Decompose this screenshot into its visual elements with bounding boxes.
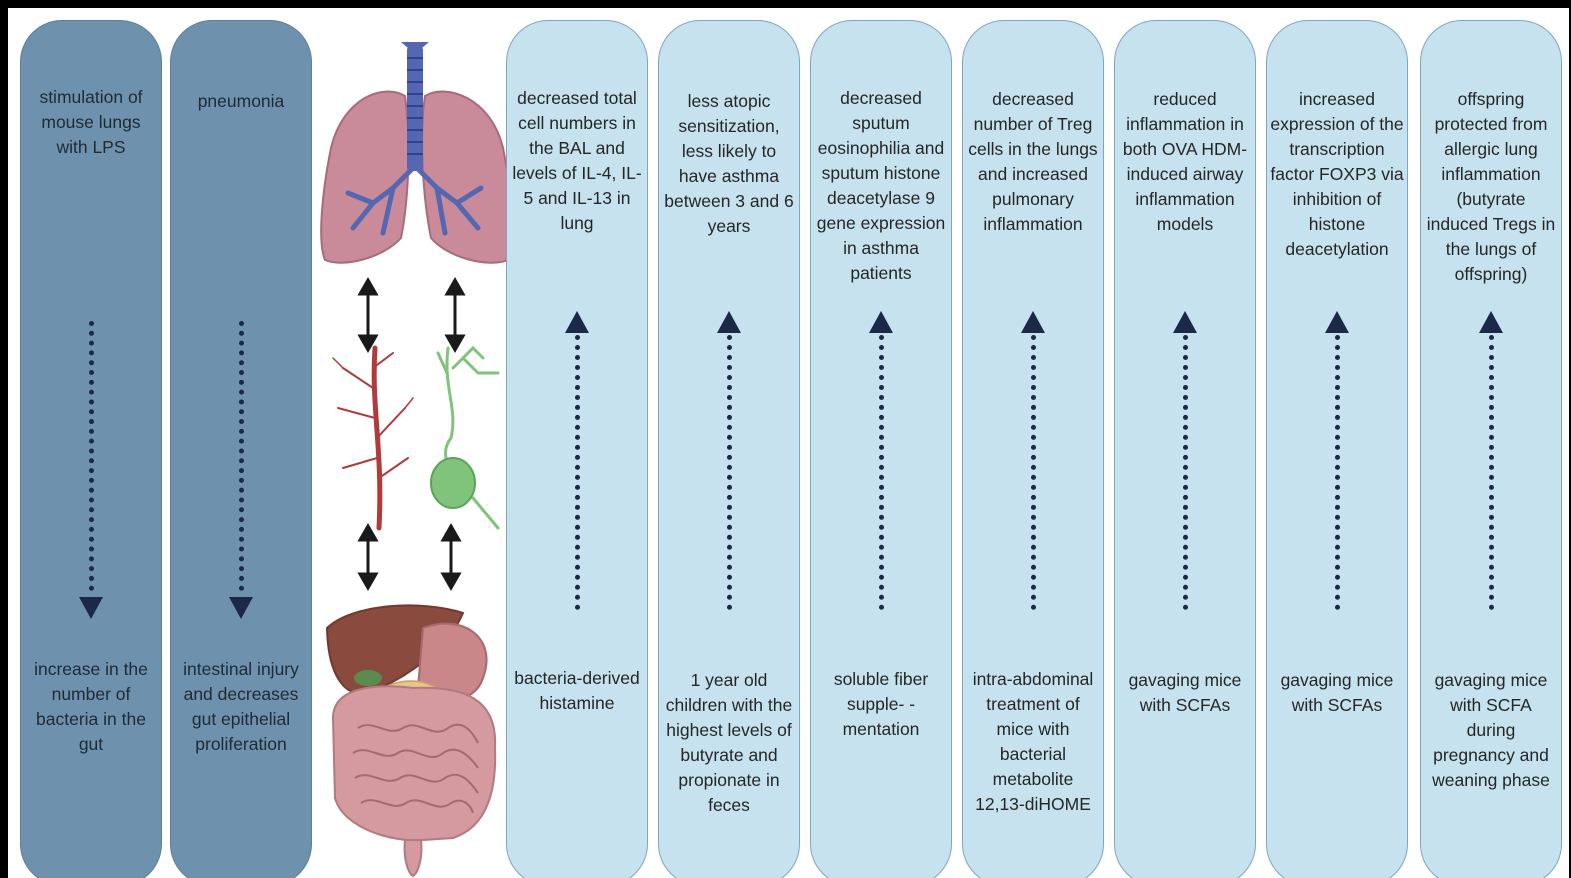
arrow-up-icon xyxy=(869,311,893,333)
column-top-text: less atopic sensitization, less likely t… xyxy=(659,89,799,239)
column-bottom-text: bacteria-derived histamine xyxy=(507,666,647,716)
column-bottom-text: gavaging mice with SCFA during pregnancy… xyxy=(1421,668,1561,793)
arrow-up-icon xyxy=(565,311,589,333)
column-scfa-pregnancy: offspring protected from allergic lung i… xyxy=(1420,20,1562,878)
dotted-arrow-line xyxy=(575,335,580,610)
column-bottom-text: 1 year old children with the highest lev… xyxy=(659,668,799,818)
column-top-text: pneumonia xyxy=(171,89,311,114)
column-soluble-fiber: decreased sputum eosinophilia and sputum… xyxy=(810,20,952,878)
organ-illustrations xyxy=(313,28,513,878)
blood-vessel-icon xyxy=(333,348,413,528)
diagram-frame: stimulation of mouse lungs with LPS incr… xyxy=(8,8,1569,878)
dotted-arrow-line xyxy=(1489,335,1494,610)
column-bottom-text: intra-abdominal treatment of mice with b… xyxy=(963,667,1103,817)
column-bottom-text: soluble fiber supple- -mentation xyxy=(811,667,951,742)
column-bottom-text: gavaging mice with SCFAs xyxy=(1115,668,1255,718)
column-bottom-text: gavaging mice with SCFAs xyxy=(1267,668,1407,718)
arrow-up-icon xyxy=(1173,311,1197,333)
column-top-text: decreased number of Treg cells in the lu… xyxy=(963,87,1103,237)
double-arrow-icon xyxy=(360,526,459,588)
arrow-up-icon xyxy=(1021,311,1045,333)
column-top-text: reduced inflammation in both OVA HDM- in… xyxy=(1115,87,1255,237)
column-top-text: decreased total cell numbers in the BAL … xyxy=(507,86,647,236)
dotted-arrow-line xyxy=(1335,335,1340,610)
column-top-text: stimulation of mouse lungs with LPS xyxy=(21,85,161,160)
intestine-icon xyxy=(333,686,495,876)
dotted-arrow-line xyxy=(1031,335,1036,610)
arrow-up-icon xyxy=(717,311,741,333)
column-butyrate-children: less atopic sensitization, less likely t… xyxy=(658,20,800,878)
column-top-text: offspring protected from allergic lung i… xyxy=(1421,87,1561,287)
lungs-icon xyxy=(321,42,512,263)
column-bottom-text: increase in the number of bacteria in th… xyxy=(21,657,161,757)
arrow-up-icon xyxy=(1479,311,1503,333)
column-lps-stimulation: stimulation of mouse lungs with LPS incr… xyxy=(20,20,162,878)
arrow-down-icon xyxy=(229,597,253,619)
arrow-up-icon xyxy=(1325,311,1349,333)
column-diHOME: decreased number of Treg cells in the lu… xyxy=(962,20,1104,878)
column-histamine: decreased total cell numbers in the BAL … xyxy=(506,20,648,878)
arrow-down-icon xyxy=(79,597,103,619)
dotted-arrow-line xyxy=(89,321,94,591)
column-scfa-foxp3: increased expression of the transcriptio… xyxy=(1266,20,1408,878)
dotted-arrow-line xyxy=(1183,335,1188,610)
column-top-text: increased expression of the transcriptio… xyxy=(1267,87,1407,262)
double-arrow-icon xyxy=(360,280,463,350)
dotted-arrow-line xyxy=(239,321,244,591)
neuron-icon xyxy=(431,348,498,528)
dotted-arrow-line xyxy=(727,335,732,610)
column-scfa-ova-hdm: reduced inflammation in both OVA HDM- in… xyxy=(1114,20,1256,878)
column-top-text: decreased sputum eosinophilia and sputum… xyxy=(811,86,951,286)
column-pneumonia: pneumonia intestinal injury and decrease… xyxy=(170,20,312,878)
column-bottom-text: intestinal injury and decreases gut epit… xyxy=(171,657,311,757)
dotted-arrow-line xyxy=(879,335,884,610)
